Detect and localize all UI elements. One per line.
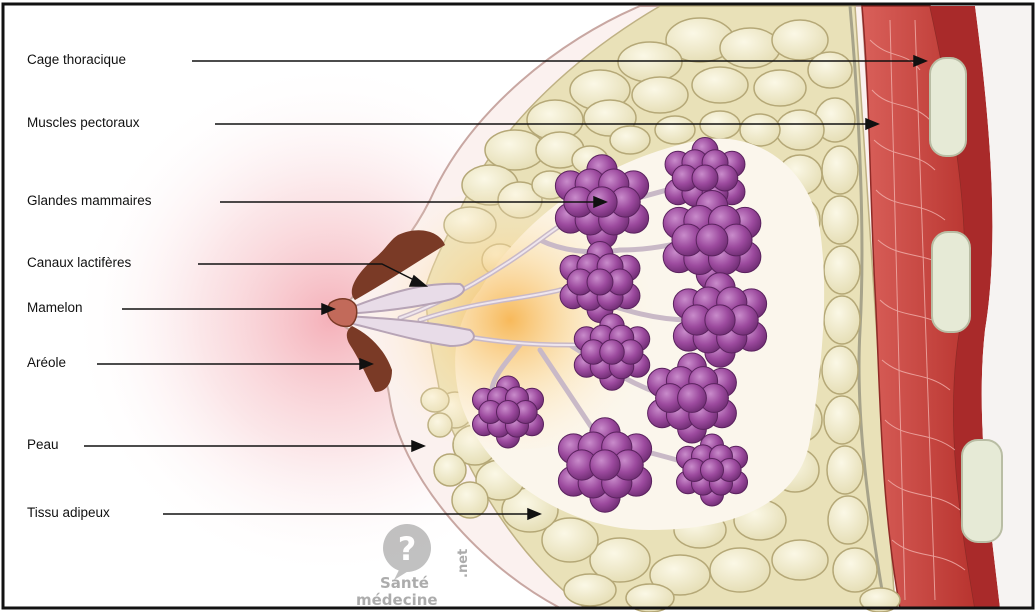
fat-lobule [828,496,868,544]
svg-text:?: ? [398,530,417,568]
fat-lobule [822,196,858,244]
label-peau: Peau [27,437,59,452]
fat-lobule [822,146,858,194]
label-glandes-mammaires: Glandes mammaires [27,193,152,208]
label-areole: Aréole [27,355,66,370]
fat-lobule [564,574,616,606]
fat-lobule [833,548,877,592]
fat-lobule [720,28,780,68]
label-tissu-adipeux: Tissu adipeux [27,505,110,520]
watermark-line2: médecine [356,591,438,609]
fat-lobule [618,42,682,82]
fat-lobule [700,111,740,139]
fat-lobule [740,114,780,146]
fat-lobule [824,296,860,344]
fat-lobule [610,126,650,154]
watermark-suffix: .net [456,549,471,578]
label-canaux-lactiferes: Canaux lactifères [27,255,131,270]
gland-alveolus [700,458,723,481]
fat-lobule [822,346,858,394]
gland-alveolus [590,450,620,480]
gland-alveolus [496,400,519,423]
label-mamelon: Mamelon [27,300,83,315]
watermark-line1: Santé [380,574,429,592]
fat-lobule [772,540,828,580]
gland-alveolus [587,269,613,295]
fat-lobule [434,454,466,486]
fat-lobule [827,446,863,494]
gland-alveolus [692,165,718,191]
fat-lobule [824,246,860,294]
gland-alveolus [705,305,735,335]
label-cage-thoracique: Cage thoracique [27,52,126,67]
gland-alveolus [600,340,624,364]
fat-lobule [824,396,860,444]
fat-lobule [754,70,806,106]
label-muscles-pectoraux: Muscles pectoraux [27,115,140,130]
fat-lobule [808,52,852,88]
gland-alveolus [678,384,707,413]
fat-lobule [776,110,824,150]
fat-lobule [452,482,488,518]
fat-lobule [655,116,695,144]
gland-alveolus [696,224,728,256]
fat-lobule [632,77,688,113]
fat-lobule [710,548,770,592]
fat-lobule [692,67,748,103]
